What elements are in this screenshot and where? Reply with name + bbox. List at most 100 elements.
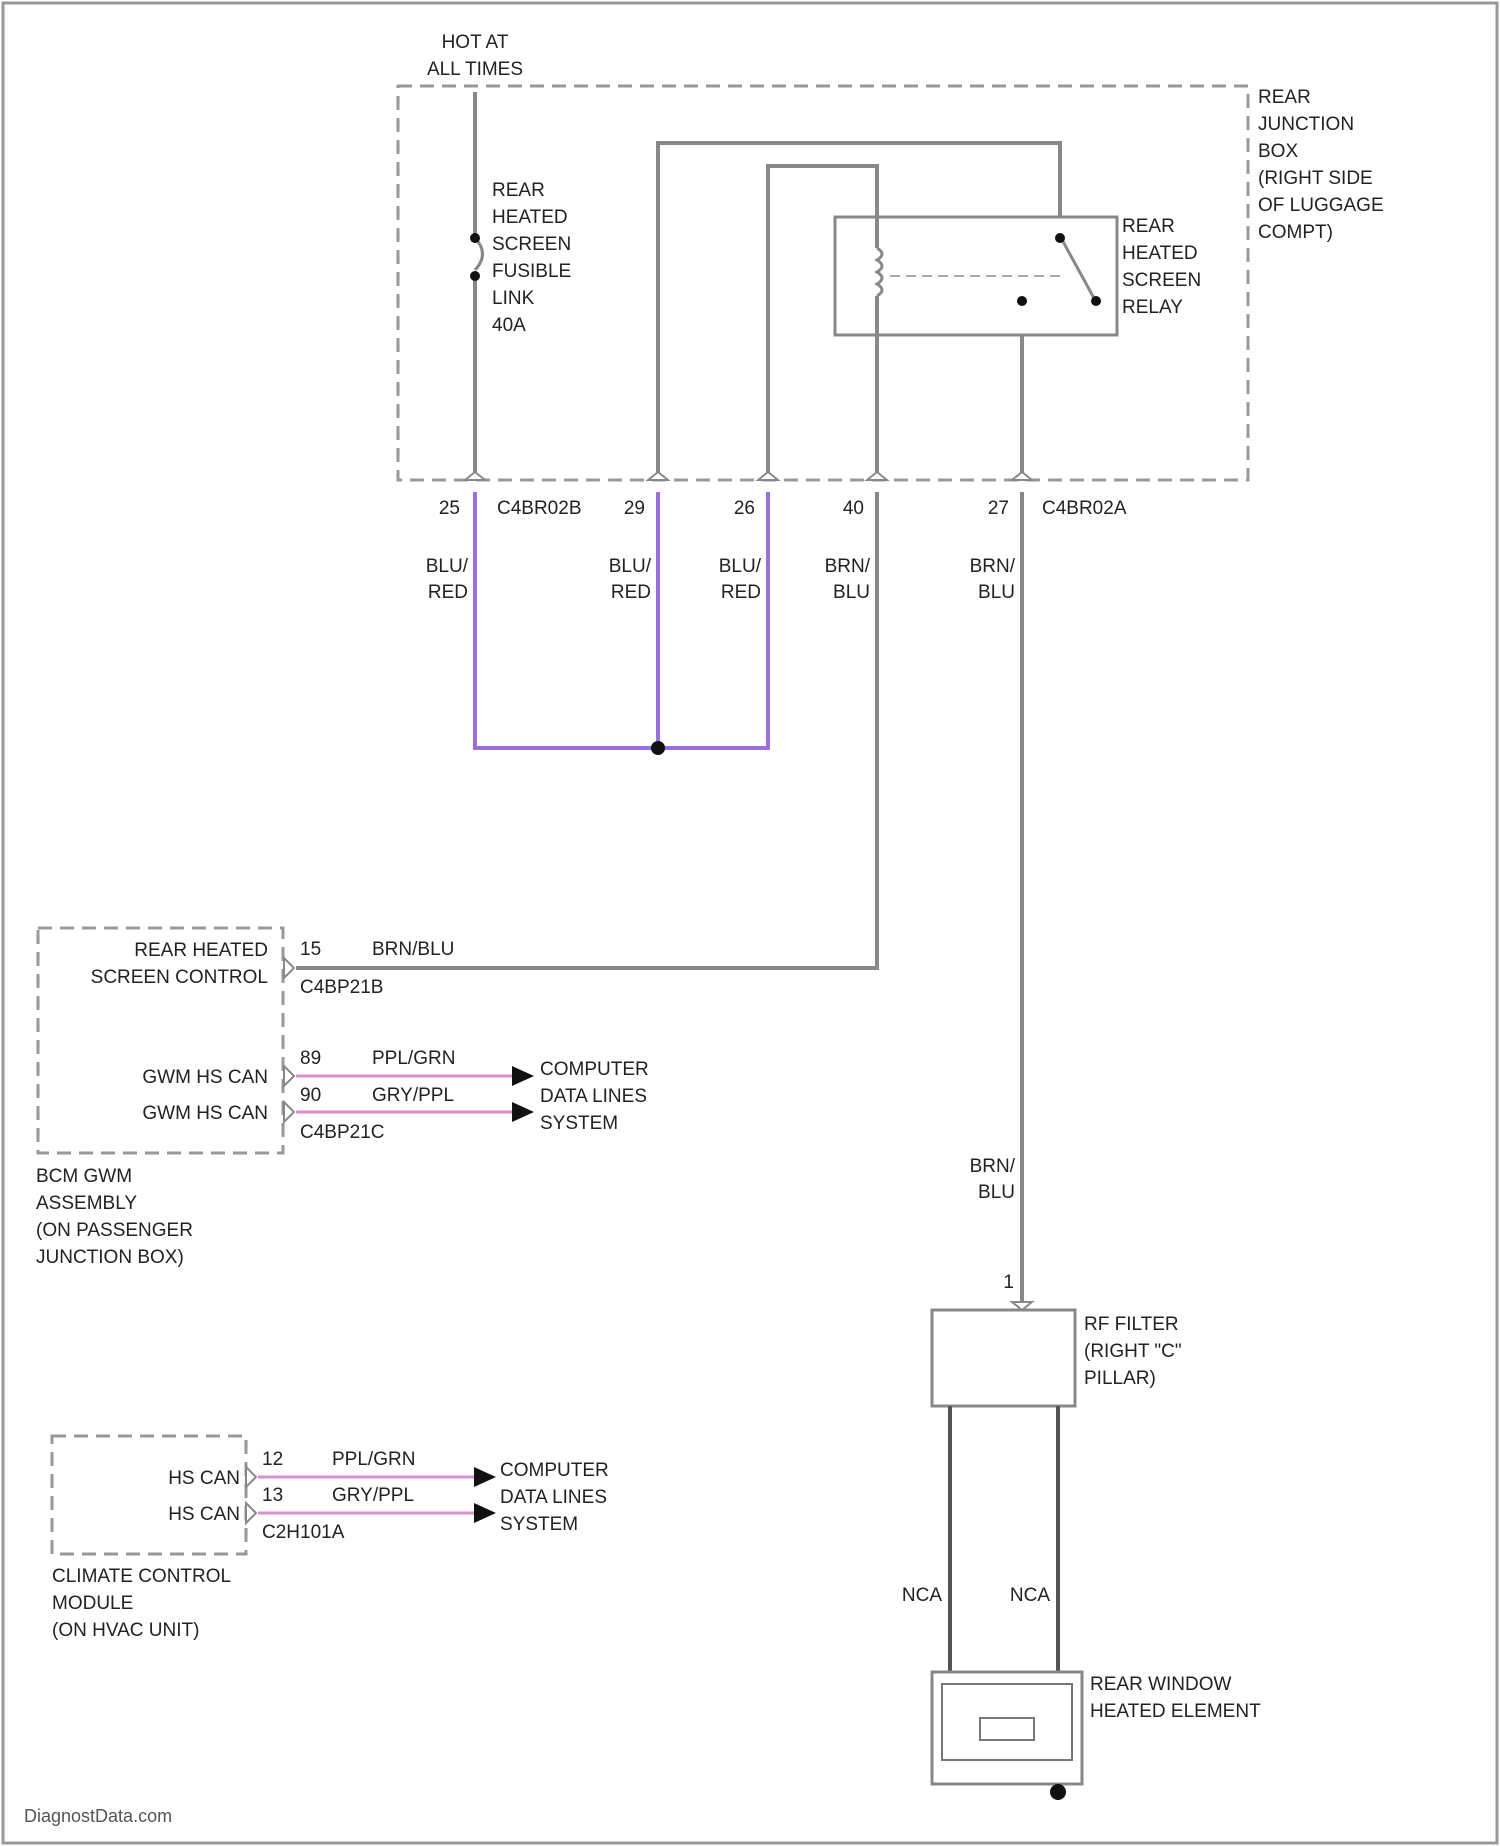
arrow-icon bbox=[512, 1102, 534, 1122]
ccm-label-1: CLIMATE CONTROL bbox=[52, 1566, 231, 1587]
power-source-label-line2: ALL TIMES bbox=[427, 59, 523, 80]
rear-junction-box-label: REAR JUNCTION BOX (RIGHT SIDE OF LUGGAGE… bbox=[1258, 87, 1384, 243]
bcm-pin-label-rear-heated: REAR HEATED bbox=[134, 940, 268, 961]
rjb-label-3: BOX bbox=[1258, 141, 1298, 162]
bcm-pin-label-screen-control: SCREEN CONTROL bbox=[91, 967, 268, 988]
ccm-pin-13: 13 bbox=[262, 1485, 283, 1506]
pin-number-25: 25 bbox=[439, 498, 460, 519]
relay-label-1: REAR bbox=[1122, 216, 1175, 237]
wire-color-27-a: BRN/ bbox=[970, 556, 1016, 577]
arrow-icon bbox=[474, 1503, 496, 1523]
rf-filter bbox=[932, 1310, 1075, 1406]
rf-filter-pin-1: 1 bbox=[1003, 1272, 1014, 1293]
rear-window-heated-element bbox=[932, 1672, 1082, 1800]
heated-element-label-1: REAR WINDOW bbox=[1090, 1674, 1232, 1695]
wire-brn-blu-bcm bbox=[296, 492, 877, 968]
ccm-pin-label-can-2: HS CAN bbox=[168, 1504, 240, 1525]
heated-element-label-2: HEATED ELEMENT bbox=[1090, 1701, 1261, 1722]
pin-number-40: 40 bbox=[843, 498, 864, 519]
watermark: DiagnostData.com bbox=[24, 1806, 172, 1826]
nca-wires bbox=[950, 1406, 1058, 1672]
bcm-label-2: ASSEMBLY bbox=[36, 1193, 137, 1214]
fl-label-5: LINK bbox=[492, 288, 535, 309]
rear-junction-box bbox=[398, 86, 1248, 480]
bcm-pins bbox=[284, 958, 294, 1122]
bcm-data-lines-label-1: COMPUTER bbox=[540, 1059, 649, 1080]
rjb-label-5: OF LUGGAGE bbox=[1258, 195, 1384, 216]
fusible-link-label: REAR HEATED SCREEN FUSIBLE LINK 40A bbox=[492, 180, 571, 336]
relay-label-2: HEATED bbox=[1122, 243, 1198, 264]
ccm-data-lines-label-2: DATA LINES bbox=[500, 1487, 607, 1508]
rf-filter-label-2: (RIGHT "C" bbox=[1084, 1341, 1182, 1362]
bcm-data-lines-label-3: SYSTEM bbox=[540, 1113, 618, 1134]
fl-label-4: FUSIBLE bbox=[492, 261, 571, 282]
pin-number-26: 26 bbox=[734, 498, 755, 519]
arrow-icon bbox=[474, 1467, 496, 1487]
pin-25 bbox=[465, 472, 485, 480]
bcm-data-lines-label-2: DATA LINES bbox=[540, 1086, 647, 1107]
power-source-label-line1: HOT AT bbox=[442, 32, 509, 53]
rjb-label-4: (RIGHT SIDE bbox=[1258, 168, 1373, 189]
pin-27 bbox=[1012, 472, 1032, 480]
wire-color-40-b: BLU bbox=[833, 582, 870, 603]
wire-color-nca-left: NCA bbox=[902, 1585, 942, 1606]
bcm-wire-color-brn-blu: BRN/BLU bbox=[372, 939, 454, 960]
connector-c4br02a: C4BR02A bbox=[1042, 498, 1127, 519]
wire-color-27-b: BLU bbox=[978, 582, 1015, 603]
fl-label-2: HEATED bbox=[492, 207, 568, 228]
bcm-label-4: JUNCTION BOX) bbox=[36, 1247, 184, 1268]
wire-color-29-b: RED bbox=[611, 582, 651, 603]
arrow-icon bbox=[512, 1066, 534, 1086]
bcm-label-3: (ON PASSENGER bbox=[36, 1220, 193, 1241]
bcm-connector-c4bp21c: C4BP21C bbox=[300, 1122, 385, 1143]
relay-label-3: SCREEN bbox=[1122, 270, 1201, 291]
bcm-wire-color-ppl-grn: PPL/GRN bbox=[372, 1048, 455, 1069]
ccm-label-3: (ON HVAC UNIT) bbox=[52, 1620, 199, 1641]
ccm-wire-color-ppl-grn: PPL/GRN bbox=[332, 1449, 415, 1470]
bcm-pin-90: 90 bbox=[300, 1085, 321, 1106]
bcm-label-1: BCM GWM bbox=[36, 1166, 132, 1187]
pin-29 bbox=[648, 472, 668, 480]
bcm-connector-c4bp21b: C4BP21B bbox=[300, 977, 383, 998]
bcm-pin-label-can-1: GWM HS CAN bbox=[142, 1067, 268, 1088]
rf-filter-label-3: PILLAR) bbox=[1084, 1368, 1156, 1389]
wire-color-26-a: BLU/ bbox=[719, 556, 762, 577]
fl-label-1: REAR bbox=[492, 180, 545, 201]
climate-control-module bbox=[52, 1436, 246, 1554]
ccm-wire-color-gry-ppl: GRY/PPL bbox=[332, 1485, 414, 1506]
ccm-pin-label-can-1: HS CAN bbox=[168, 1468, 240, 1489]
relay-label: REAR HEATED SCREEN RELAY bbox=[1122, 216, 1201, 318]
rjb-label-1: REAR bbox=[1258, 87, 1311, 108]
wire-color-29-a: BLU/ bbox=[609, 556, 652, 577]
bcm-pin-89: 89 bbox=[300, 1048, 321, 1069]
wire-color-40-a: BRN/ bbox=[825, 556, 871, 577]
splice-point bbox=[651, 741, 665, 755]
ccm-label-2: MODULE bbox=[52, 1593, 133, 1614]
relay-label-4: RELAY bbox=[1122, 297, 1183, 318]
bcm-pin-label-can-2: GWM HS CAN bbox=[142, 1103, 268, 1124]
rf-filter-label-1: RF FILTER bbox=[1084, 1314, 1179, 1335]
rjb-label-6: COMPT) bbox=[1258, 222, 1333, 243]
pin-number-27: 27 bbox=[988, 498, 1009, 519]
ccm-data-lines-label-3: SYSTEM bbox=[500, 1514, 578, 1535]
wire-color-25-a: BLU/ bbox=[426, 556, 469, 577]
ccm-connector-c2h101a: C2H101A bbox=[262, 1522, 345, 1543]
wire-color-26-b: RED bbox=[721, 582, 761, 603]
ground-icon bbox=[1050, 1784, 1066, 1800]
wire-color-rf-a: BRN/ bbox=[970, 1156, 1016, 1177]
fl-label-3: SCREEN bbox=[492, 234, 571, 255]
ccm-data-lines-label-1: COMPUTER bbox=[500, 1460, 609, 1481]
bcm-wire-color-gry-ppl: GRY/PPL bbox=[372, 1085, 454, 1106]
fl-label-6: 40A bbox=[492, 315, 526, 336]
fusible-link bbox=[470, 92, 483, 480]
pin-40 bbox=[867, 472, 887, 480]
wire-color-25-b: RED bbox=[428, 582, 468, 603]
connector-c4br02b: C4BR02B bbox=[497, 498, 582, 519]
bcm-pin-15: 15 bbox=[300, 939, 321, 960]
rjb-label-2: JUNCTION bbox=[1258, 114, 1354, 135]
wire-color-nca-right: NCA bbox=[1010, 1585, 1050, 1606]
blu-red-wires bbox=[475, 492, 768, 755]
pin-26 bbox=[758, 472, 778, 480]
pin-number-29: 29 bbox=[624, 498, 645, 519]
